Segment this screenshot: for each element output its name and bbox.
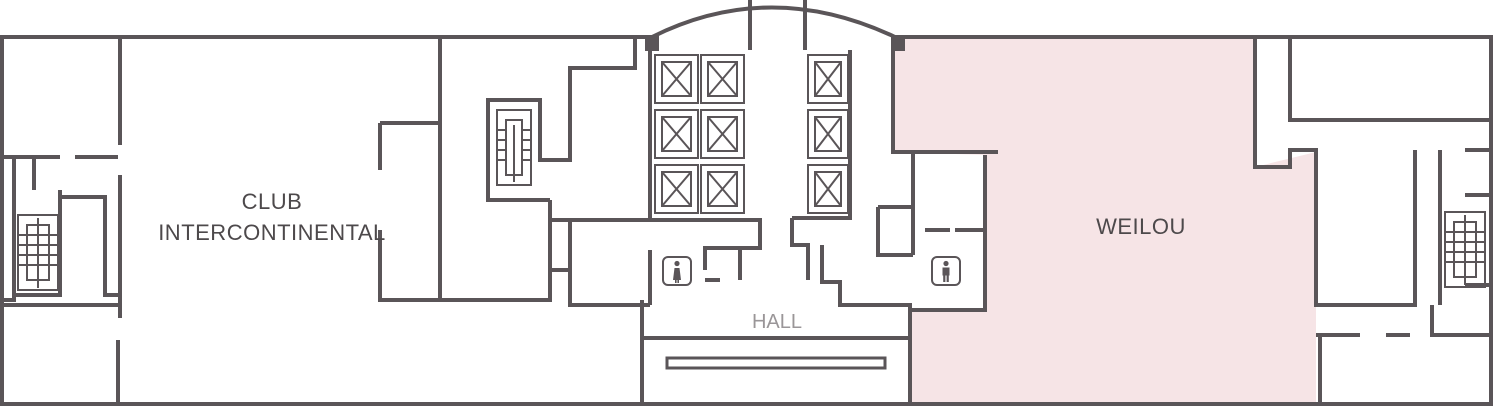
elevator-icon <box>807 54 849 104</box>
hall-label: HALL <box>752 311 802 333</box>
club-label-line1: CLUB <box>242 189 303 214</box>
elevator-icon <box>700 54 745 104</box>
staircase-icon <box>1444 211 1486 288</box>
staircase-icon <box>17 214 59 291</box>
female-restroom-icon[interactable] <box>662 256 692 286</box>
elevator-icon <box>700 164 745 214</box>
weilou-room-area[interactable] <box>895 37 1316 404</box>
elevator-bank-left[interactable] <box>654 54 745 214</box>
elevator-icon <box>654 54 699 104</box>
elevator-icon <box>807 109 849 159</box>
elevator-bank-right[interactable] <box>807 54 849 214</box>
elevator-icon <box>700 109 745 159</box>
outer-walls <box>0 5 1493 406</box>
staircase-icon <box>496 109 532 186</box>
hall-bench <box>665 356 887 370</box>
pillar-left <box>645 35 659 51</box>
weilou-label: WEILOU <box>1096 214 1186 239</box>
elevator-icon <box>807 164 849 214</box>
elevator-icon <box>654 109 699 159</box>
elevator-icon <box>654 164 699 214</box>
pillar-right <box>891 35 905 51</box>
male-restroom-icon[interactable] <box>931 256 961 286</box>
club-label-line2: INTERCONTINENTAL <box>158 220 386 245</box>
